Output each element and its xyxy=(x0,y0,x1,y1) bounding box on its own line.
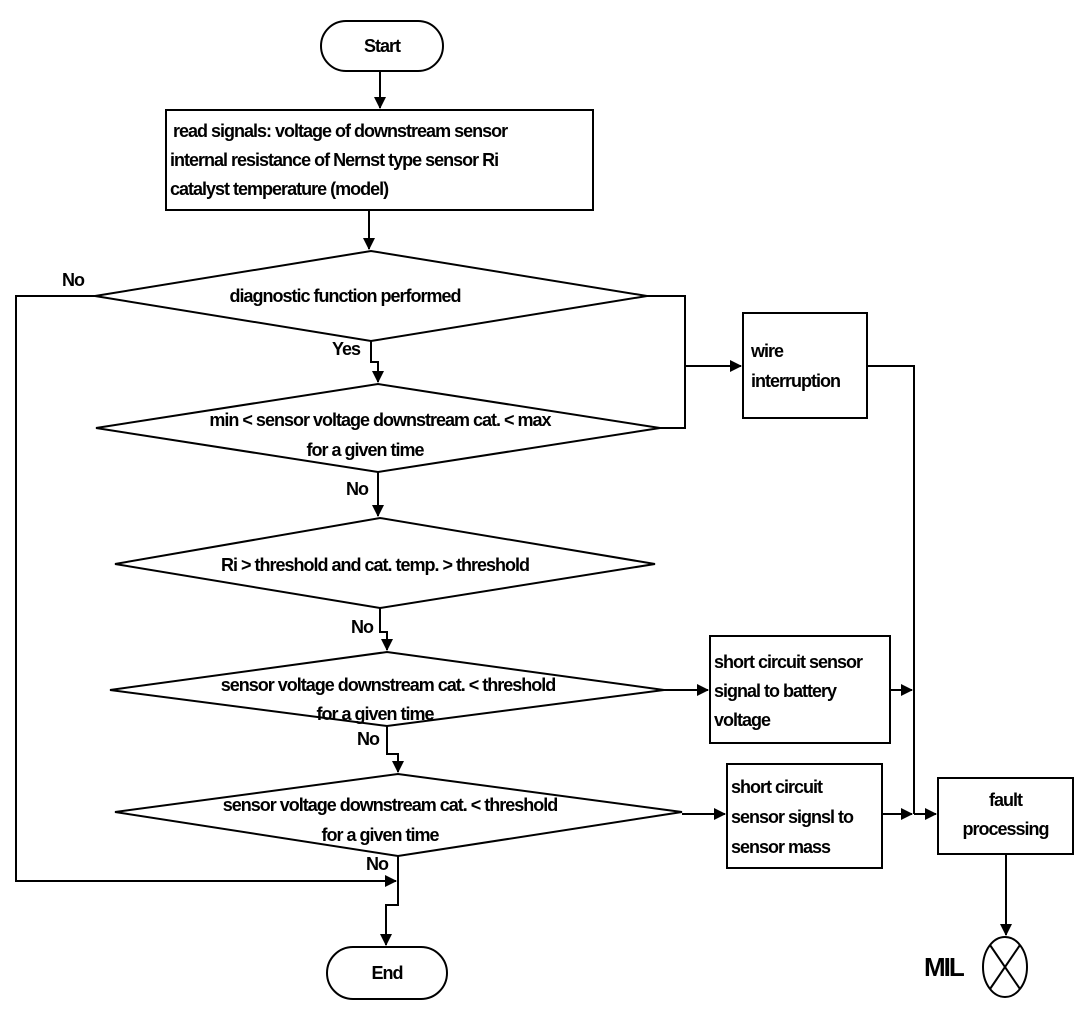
short-battery-line1: short circuit sensor xyxy=(714,652,863,672)
wire-interruption-line2: interruption xyxy=(751,371,841,391)
arrow-diag-no-bypass xyxy=(15,295,397,887)
short-mass-line2: sensor signsl to xyxy=(731,807,854,827)
decision-mass-line2: for a given time xyxy=(321,825,439,845)
arrow-battery-no xyxy=(386,726,404,773)
decision-sensor-mass xyxy=(114,772,683,858)
decision-mass-line1: sensor voltage downstream cat. < thresho… xyxy=(222,795,559,815)
read-signals-line2: internal resistance of Nernst type senso… xyxy=(170,150,499,170)
decision-battery-line1: sensor voltage downstream cat. < thresho… xyxy=(220,675,557,695)
edge-label-no-diag: No xyxy=(62,270,85,290)
line-diag-right xyxy=(647,295,686,429)
fault-processing-line1: fault xyxy=(989,790,1023,810)
short-mass-line1: short circuit xyxy=(731,777,823,797)
read-signals-box xyxy=(165,109,594,211)
decision-ri-label: Ri > threshold and cat. temp. > threshol… xyxy=(220,555,530,575)
arrow-diag-yes xyxy=(370,341,384,383)
short-battery-box xyxy=(709,635,891,744)
mil-label: MIL xyxy=(924,952,965,982)
read-signals-line1: read signals: voltage of downstream sens… xyxy=(173,121,508,141)
short-mass-line3: sensor mass xyxy=(731,837,831,857)
end-terminal xyxy=(326,946,448,1000)
arrow-mass-no xyxy=(380,856,399,946)
arrow-ri-no xyxy=(379,608,393,651)
fault-processing-box xyxy=(937,777,1074,855)
decision-minmax-line1: min < sensor voltage downstream cat. < m… xyxy=(209,410,551,430)
decision-ri-threshold xyxy=(114,516,656,610)
read-signals-line3: catalyst temperature (model) xyxy=(170,179,389,199)
edge-label-no-ri: No xyxy=(351,617,374,637)
circle-x-lamp-icon xyxy=(982,936,1028,998)
wire-interruption-box xyxy=(742,312,868,419)
edge-label-no-mass: No xyxy=(366,854,389,874)
short-battery-line2: signal to battery xyxy=(714,681,837,701)
edge-label-yes-diag: Yes xyxy=(332,339,361,359)
line-wire-to-collector xyxy=(867,365,915,814)
fault-processing-line2: processing xyxy=(962,819,1049,839)
decision-minmax-line2: for a given time xyxy=(306,440,424,460)
start-label: Start xyxy=(363,36,401,56)
decision-diag-label: diagnostic function performed xyxy=(229,286,461,306)
edge-label-no-minmax: No xyxy=(346,479,369,499)
short-mass-box xyxy=(726,763,883,869)
decision-battery-line2: for a given time xyxy=(316,704,434,724)
end-label: End xyxy=(371,963,404,983)
edge-label-no-battery: No xyxy=(357,729,380,749)
start-terminal xyxy=(320,20,444,72)
wire-interruption-line1: wire xyxy=(751,341,784,361)
short-battery-line3: voltage xyxy=(714,710,771,730)
